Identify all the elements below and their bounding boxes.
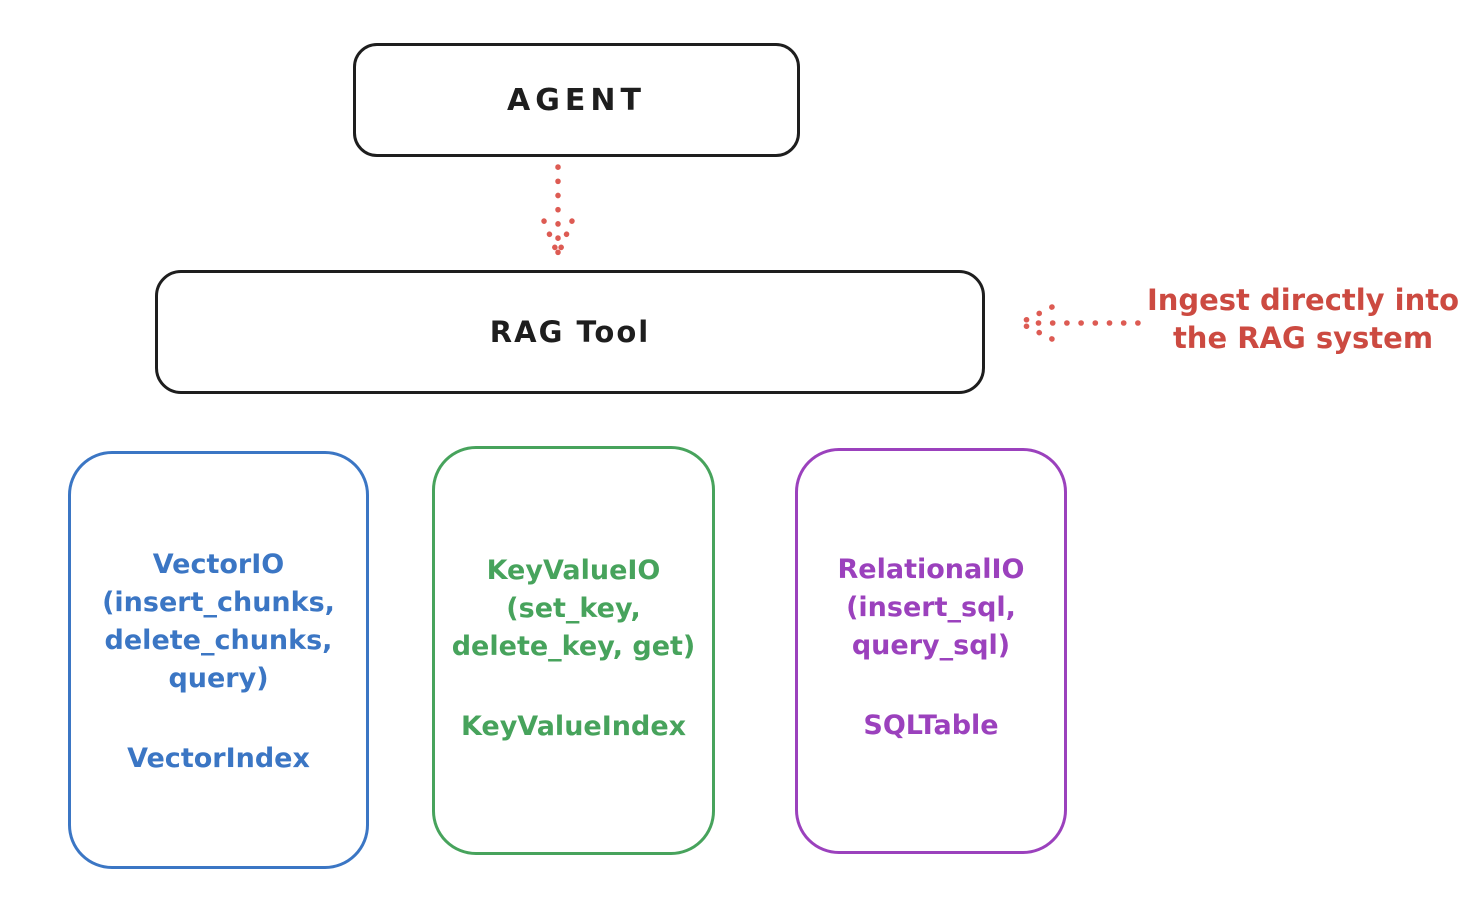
agent-label: AGENT [507, 82, 646, 118]
backend-line: delete_chunks, [104, 625, 333, 656]
backend-line: delete_key, get) [451, 631, 696, 662]
backend-line: (set_key, [506, 593, 641, 624]
backend-line: (insert_chunks, [102, 587, 335, 618]
rag-tool-node: RAG Tool [155, 270, 985, 394]
backend-line: query_sql) [851, 630, 1011, 661]
backend-card-vector-io: VectorIO (insert_chunks, delete_chunks, … [68, 451, 369, 869]
ingest-annotation: Ingest directly into the RAG system [1138, 281, 1468, 357]
backend-signature: KeyValueIO (set_key, delete_key, get) [435, 449, 712, 666]
backend-line: query) [168, 663, 269, 694]
agent-to-rag-arrow-icon [541, 164, 575, 258]
ingest-annotation-line2: the RAG system [1172, 321, 1434, 355]
ingest-annotation-line1: Ingest directly into [1146, 283, 1460, 317]
backend-card-relational-io: RelationalIO (insert_sql, query_sql) SQL… [795, 448, 1067, 854]
backend-line: (insert_sql, [846, 592, 1016, 623]
backend-index-label: SQLTable [863, 710, 999, 741]
backend-signature: RelationalIO (insert_sql, query_sql) [798, 451, 1064, 665]
backend-index-label: VectorIndex [127, 743, 310, 774]
backend-card-keyvalue-io: KeyValueIO (set_key, delete_key, get) Ke… [432, 446, 715, 855]
backend-index-label: KeyValueIndex [460, 711, 687, 742]
ingest-annotation-arrow-icon [1019, 304, 1141, 342]
backend-line: VectorIO [152, 549, 285, 580]
backend-line: KeyValueIO [486, 555, 661, 586]
rag-tool-label: RAG Tool [489, 315, 651, 349]
agent-node: AGENT [353, 43, 800, 157]
backend-line: RelationalIO [837, 554, 1025, 585]
backend-signature: VectorIO (insert_chunks, delete_chunks, … [71, 454, 366, 698]
